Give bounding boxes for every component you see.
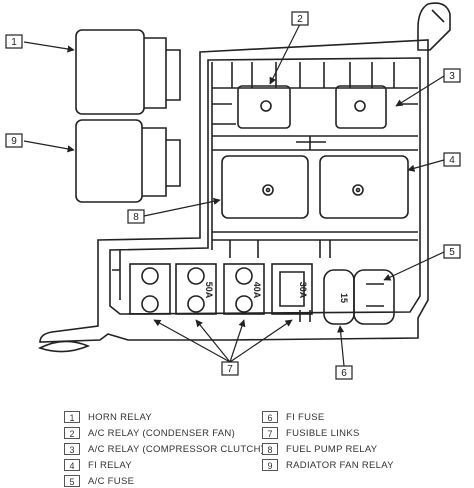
- legend-item-2: 2 A/C RELAY (CONDENSER FAN): [64, 426, 235, 440]
- legend-item-3: 3 A/C RELAY (COMPRESSOR CLUTCH): [64, 442, 264, 456]
- legend-number: 5: [64, 475, 80, 487]
- fusible-links: [129, 263, 313, 315]
- legend-label: FUEL PUMP RELAY: [286, 443, 378, 455]
- legend-item-7: 7 FUSIBLE LINKS: [262, 426, 360, 440]
- ac-relay-condenser-fan: [237, 85, 291, 129]
- fuse-markings: 50A 40A 30A 15: [204, 282, 349, 303]
- legend-number: 7: [262, 427, 278, 439]
- callout-3: 3: [443, 68, 461, 83]
- fuse-box-diagram: 50A 40A 30A 15 1 9 2 3: [5, 2, 461, 380]
- callout-7: 7: [221, 361, 239, 376]
- callout-9-number: 9: [11, 136, 17, 147]
- callout-3-number: 3: [449, 71, 455, 82]
- callout-8: 8: [127, 209, 145, 224]
- legend-number: 3: [64, 443, 80, 455]
- fi-fuse: [323, 269, 355, 325]
- legend-number: 9: [262, 459, 278, 471]
- legend-item-9: 9 RADIATOR FAN RELAY: [262, 458, 394, 472]
- callout-5-number: 5: [449, 247, 455, 258]
- legend-number: 4: [64, 459, 80, 471]
- legend-label: HORN RELAY: [88, 411, 153, 423]
- callout-2-number: 2: [297, 14, 303, 25]
- fuse-marking-fi: 15: [339, 293, 349, 303]
- legend-item-5: 5 A/C FUSE: [64, 474, 134, 488]
- legend-label: A/C RELAY (CONDENSER FAN): [88, 427, 236, 439]
- fuse-marking-b: 40A: [252, 282, 262, 299]
- radiator-fan-relay: [75, 119, 181, 203]
- callout-5: 5: [443, 244, 461, 259]
- horn-relay: [75, 29, 181, 115]
- legend: 1 HORN RELAY 2 A/C RELAY (CONDENSER FAN)…: [0, 400, 474, 488]
- callout-4: 4: [443, 152, 461, 167]
- legend-number: 8: [262, 443, 278, 455]
- callout-1-number: 1: [11, 37, 17, 48]
- legend-item-4: 4 FI RELAY: [64, 458, 132, 472]
- callout-4-number: 4: [449, 155, 455, 166]
- callout-6: 6: [335, 365, 353, 380]
- callout-9: 9: [5, 133, 23, 148]
- legend-number: 6: [262, 411, 278, 423]
- callout-2: 2: [291, 11, 309, 26]
- legend-label: FI FUSE: [286, 411, 325, 423]
- legend-label: FI RELAY: [88, 459, 132, 471]
- callout-8-number: 8: [133, 212, 139, 223]
- fuel-pump-relay: [221, 155, 309, 219]
- legend-label: FUSIBLE LINKS: [286, 427, 360, 439]
- ac-relay-compressor-clutch: [335, 85, 387, 129]
- leader-lines: [23, 23, 445, 367]
- legend-number: 2: [64, 427, 80, 439]
- legend-item-6: 6 FI FUSE: [262, 410, 325, 424]
- legend-item-8: 8 FUEL PUMP RELAY: [262, 442, 377, 456]
- callout-7-number: 7: [227, 364, 233, 375]
- fuse-marking-c: 30A: [298, 282, 308, 299]
- legend-label: RADIATOR FAN RELAY: [286, 459, 394, 471]
- fi-relay: [319, 155, 409, 219]
- legend-number: 1: [64, 411, 80, 423]
- legend-label: A/C RELAY (COMPRESSOR CLUTCH): [88, 443, 265, 455]
- callout-6-number: 6: [341, 368, 347, 379]
- callout-boxes: 1 9 2 3 4 5 6 7: [5, 11, 461, 380]
- legend-label: A/C FUSE: [88, 475, 135, 487]
- legend-item-1: 1 HORN RELAY: [64, 410, 152, 424]
- callout-1: 1: [5, 34, 23, 49]
- fuse-box-housing: [37, 2, 451, 353]
- fuse-marking-a: 50A: [204, 282, 214, 299]
